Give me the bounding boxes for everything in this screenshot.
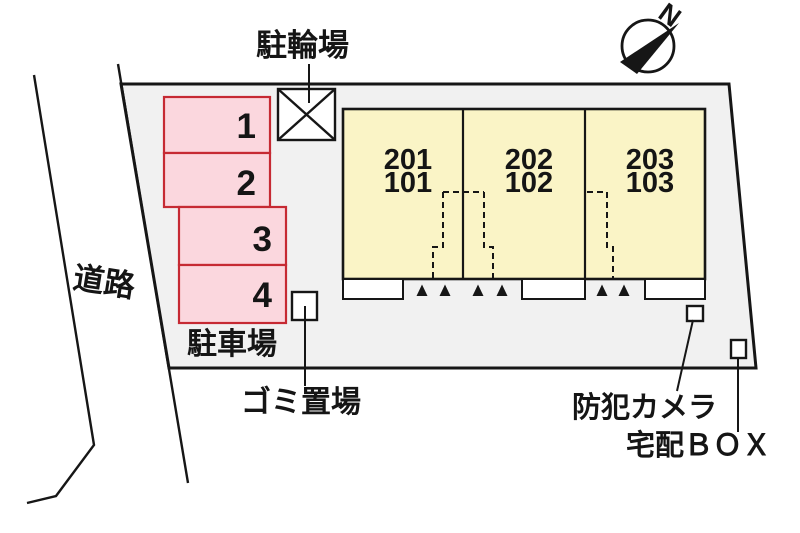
road-left-edge-line — [26, 74, 96, 505]
garbage-area-label: ゴミ置場 — [241, 386, 361, 419]
security-camera-label: 防犯カメラ — [572, 392, 718, 424]
delivery-box-label: 宅配ＢＯＸ — [626, 430, 772, 462]
parking-space-2-number: 2 — [237, 164, 256, 203]
bicycle-parking-label: 駐輪場 — [256, 28, 349, 63]
unit-201-label: 201 — [384, 144, 432, 176]
parking-space-1 — [162, 95, 272, 155]
entrance-triangle-icon — [596, 284, 608, 296]
entrance-porch-1 — [342, 278, 404, 300]
unit-101-label: 101 — [384, 167, 432, 199]
entrance-triangle-icon — [472, 284, 484, 296]
entrance-triangle-icon — [439, 284, 451, 296]
car-parking-label: 駐車場 — [187, 328, 277, 361]
parking-space-2 — [162, 151, 272, 209]
bicycle-parking-x-box-icon — [276, 87, 337, 142]
parking-space-1-number: 1 — [237, 107, 256, 146]
road-right-edge-line — [116, 63, 190, 484]
entrance-triangle-icon — [618, 284, 630, 296]
unit-102-label: 102 — [505, 167, 553, 199]
stair-dashed-outline-left — [432, 191, 494, 278]
unit-103-label: 103 — [626, 167, 674, 199]
security-camera-leader-line — [676, 319, 694, 392]
unit-203-label: 203 — [626, 144, 674, 176]
parking-space-4 — [177, 263, 288, 325]
parking-space-3-number: 3 — [253, 220, 272, 259]
stair-dashed-outline-right — [587, 191, 614, 278]
unit-202-label: 202 — [505, 144, 553, 176]
entrance-triangle-icon — [496, 284, 508, 296]
parking-space-4-number: 4 — [253, 276, 273, 315]
security-camera-marker-icon — [685, 304, 705, 323]
delivery-box-marker-icon — [729, 338, 748, 360]
entrance-triangle-icon — [416, 284, 428, 296]
compass-north-icon — [620, 18, 679, 74]
building-outline — [341, 107, 707, 281]
entrance-porch-3 — [644, 278, 706, 300]
entrance-porch-2 — [521, 278, 586, 300]
